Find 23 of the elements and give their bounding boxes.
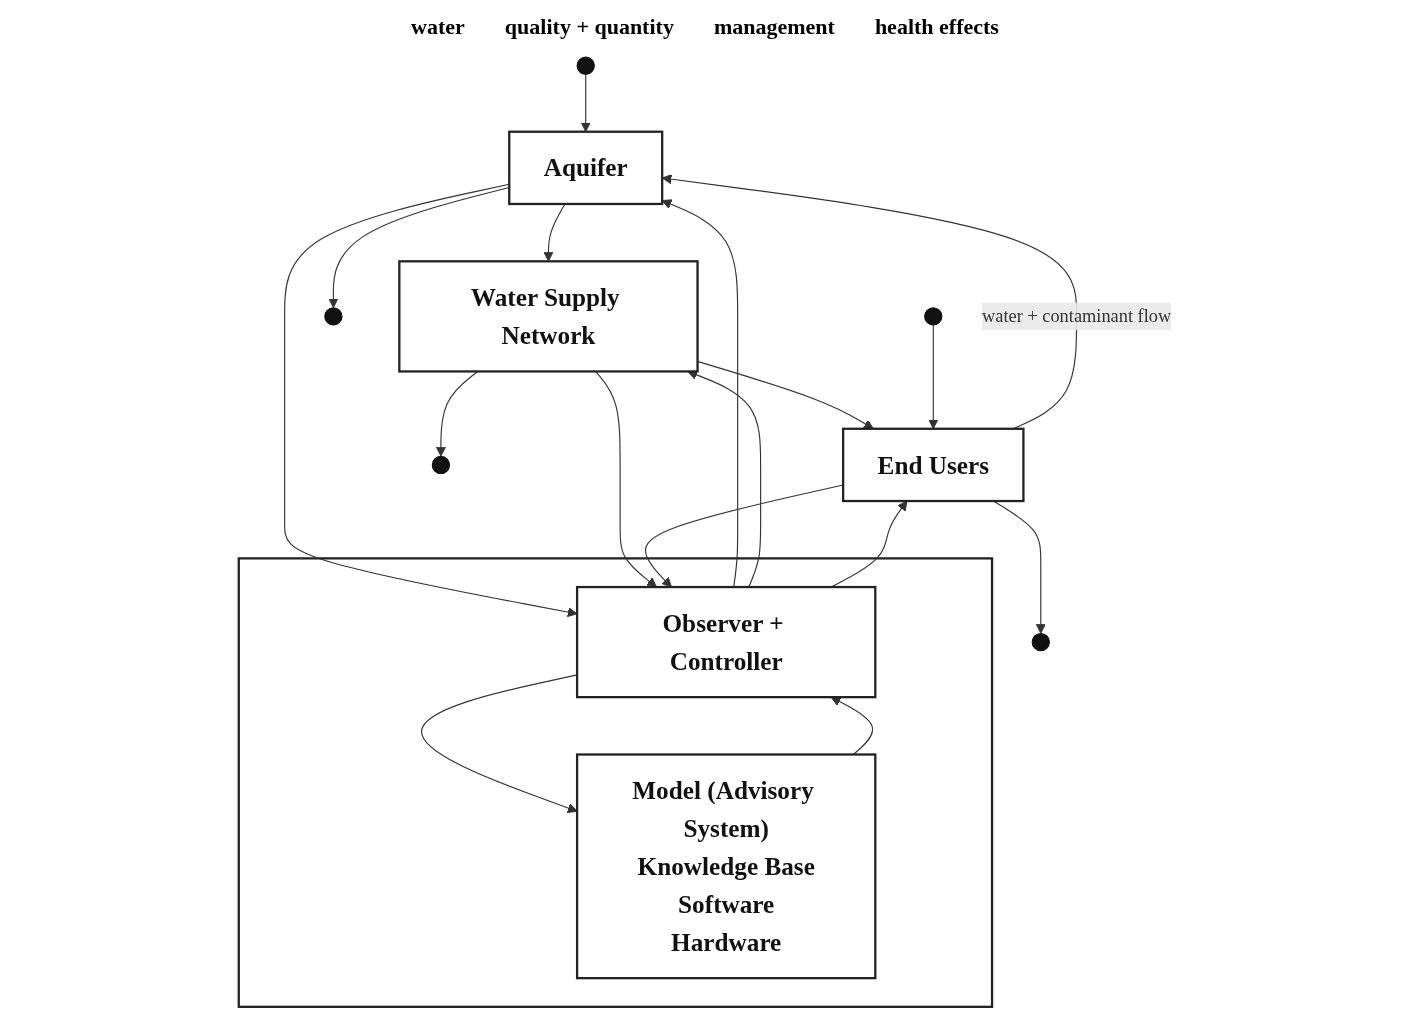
node-box: Model (Advisory System) Knowledge Base Software Hardware <box>575 753 877 980</box>
annotation-text: quality + quantity <box>504 14 674 40</box>
annotation-text: management <box>713 14 835 40</box>
arrow <box>284 183 578 618</box>
annotation-text: water <box>411 14 465 40</box>
arrow <box>421 674 578 813</box>
node-circle <box>1031 632 1050 652</box>
node-circle <box>576 56 595 75</box>
node-box: Aquifer <box>508 130 664 206</box>
arrow <box>644 484 844 588</box>
node-box: Observer + Controller <box>575 585 877 699</box>
node-box: Water Supply Network <box>398 260 699 373</box>
arrow <box>687 370 762 588</box>
edge-label: water + contaminant flow <box>982 306 1172 326</box>
node-circle <box>324 307 343 326</box>
annotation-text: health effects <box>874 14 999 40</box>
cluster <box>237 557 994 1008</box>
node-box: End Users <box>842 427 1025 503</box>
node-circle <box>431 455 451 475</box>
node-circle <box>924 307 943 326</box>
arrow <box>543 203 566 262</box>
arrow <box>661 199 739 588</box>
arrow <box>328 186 510 309</box>
